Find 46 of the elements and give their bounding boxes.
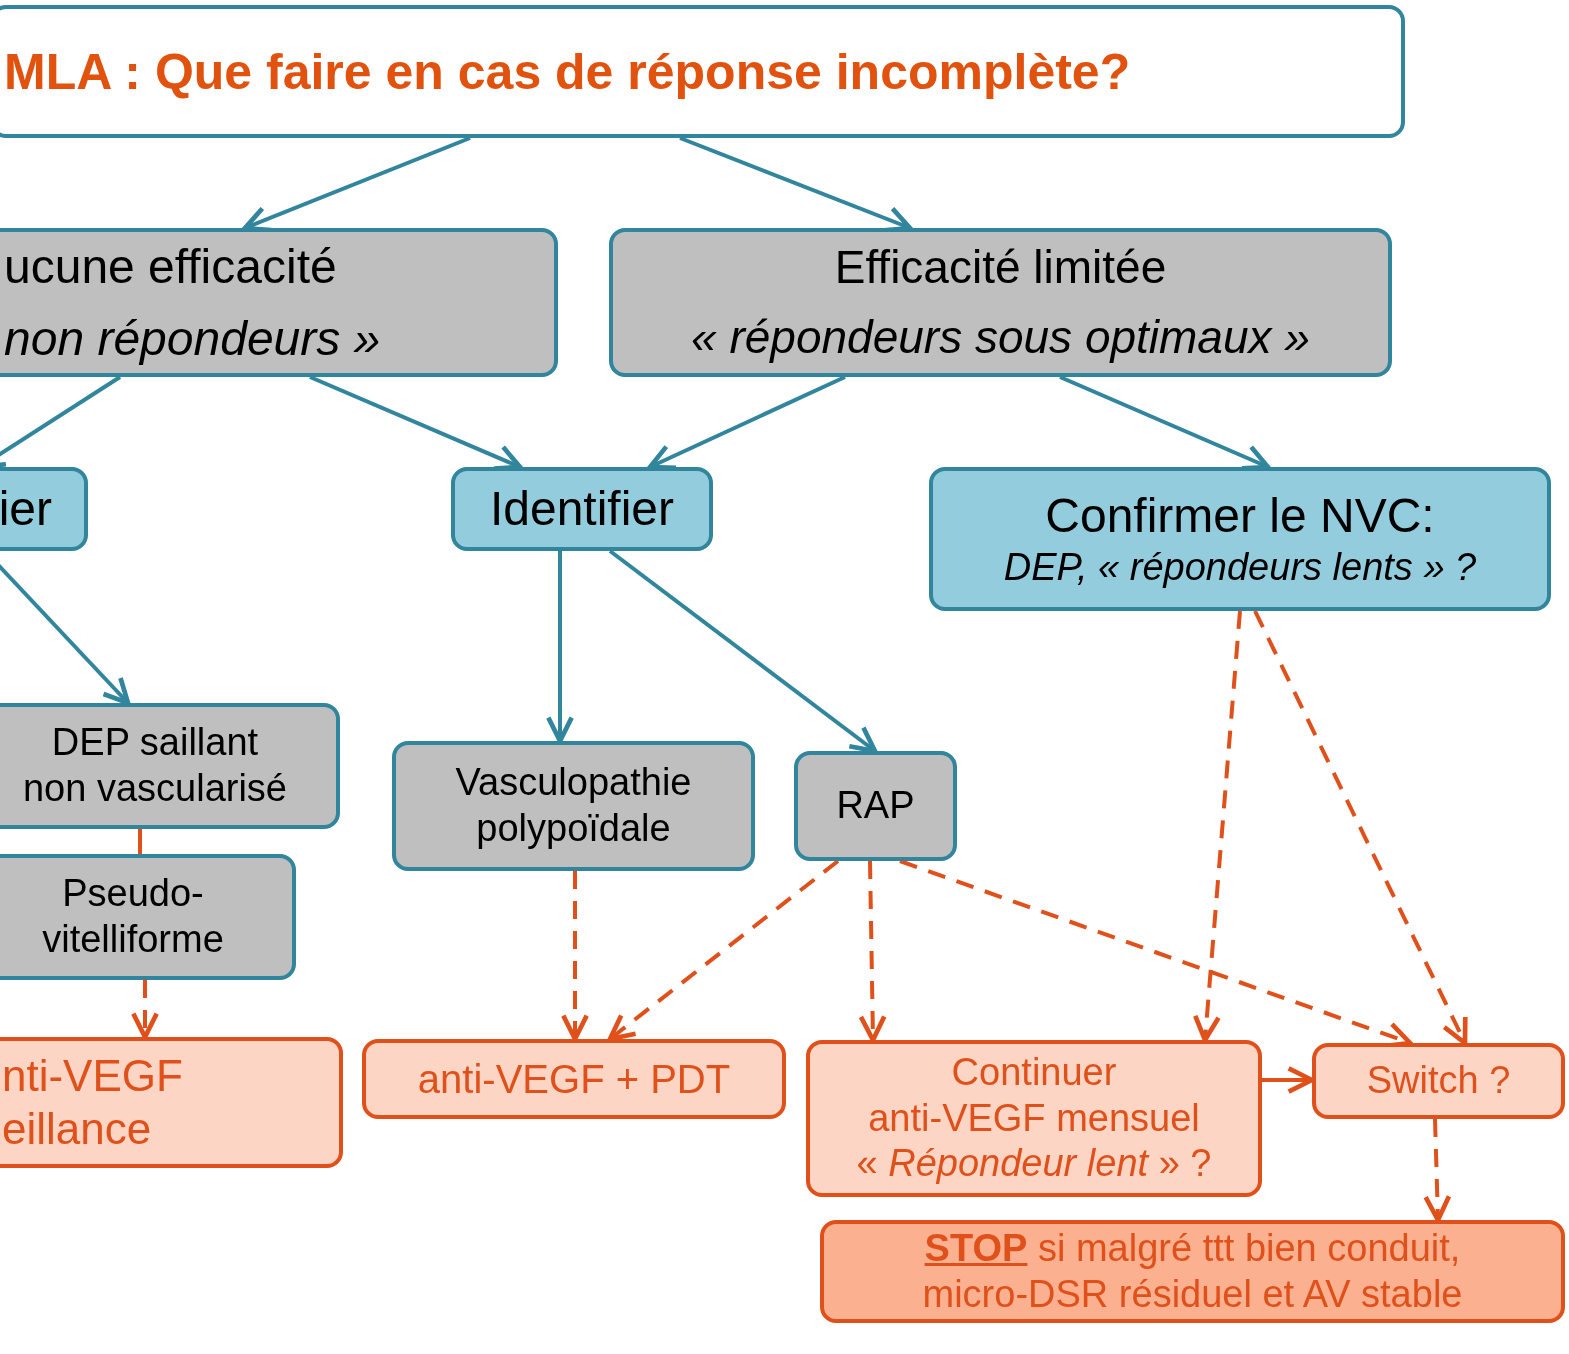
arrow bbox=[561, 871, 589, 1042]
treatment-box bbox=[362, 1039, 786, 1119]
treatment-box bbox=[806, 1040, 1262, 1197]
node-text: anti-VEGF + PDT bbox=[417, 1056, 731, 1103]
node-text: « répondeurs sous optimaux » bbox=[691, 309, 1310, 365]
arrow bbox=[607, 859, 840, 1042]
node-text: Efficacité limitée bbox=[834, 240, 1167, 296]
node-text: DEP saillant non vascularisé bbox=[21, 720, 288, 811]
node-text: Switch ? bbox=[1366, 1058, 1511, 1104]
arrow bbox=[1423, 1118, 1452, 1223]
node-text: RAP bbox=[836, 783, 915, 829]
node-text: ucune efficacité bbox=[4, 238, 337, 295]
node-text: non répondeurs » bbox=[4, 310, 381, 367]
node-text: Confirmer le NVC: bbox=[1045, 488, 1435, 545]
node-text: Identifier bbox=[489, 481, 675, 538]
category-box bbox=[0, 854, 296, 980]
node-text: anti-VEGF mensuel bbox=[868, 1095, 1200, 1141]
action-box bbox=[451, 467, 713, 551]
node-text: nti-VEGF bbox=[2, 1049, 183, 1102]
node-text: Pseudo-vitelliforme bbox=[41, 871, 225, 962]
category-box bbox=[392, 741, 755, 871]
node-text: ier bbox=[0, 481, 52, 538]
arrow bbox=[1253, 610, 1468, 1046]
arrow bbox=[1192, 610, 1242, 1043]
arrow bbox=[608, 549, 878, 754]
arrow bbox=[131, 980, 159, 1040]
node-text: STOP si malgré ttt bien conduit, micro-DSR résiduel et AV stable bbox=[921, 1225, 1464, 1317]
treatment-box bbox=[0, 1037, 343, 1168]
category-box bbox=[0, 228, 558, 377]
category-box bbox=[794, 751, 957, 861]
node-text: Continuer bbox=[951, 1050, 1117, 1096]
arrow bbox=[546, 551, 574, 744]
node-text: MLA : Que faire en cas de réponse incomplète? bbox=[4, 42, 1131, 102]
title-box bbox=[0, 5, 1405, 138]
node-text: eillance bbox=[2, 1102, 152, 1155]
node-text: « Répondeur lent » ? bbox=[856, 1141, 1212, 1187]
stop-box bbox=[820, 1220, 1565, 1323]
category-box bbox=[609, 228, 1392, 377]
treatment-box bbox=[1312, 1043, 1565, 1119]
connector-line bbox=[138, 829, 142, 854]
arrow bbox=[858, 860, 887, 1043]
action-box bbox=[929, 467, 1551, 611]
arrow bbox=[0, 375, 122, 470]
node-text: DEP, « répondeurs lents » ? bbox=[1003, 545, 1477, 590]
category-box bbox=[0, 703, 340, 829]
node-text: Vasculopathie polypoïdale bbox=[454, 760, 693, 851]
